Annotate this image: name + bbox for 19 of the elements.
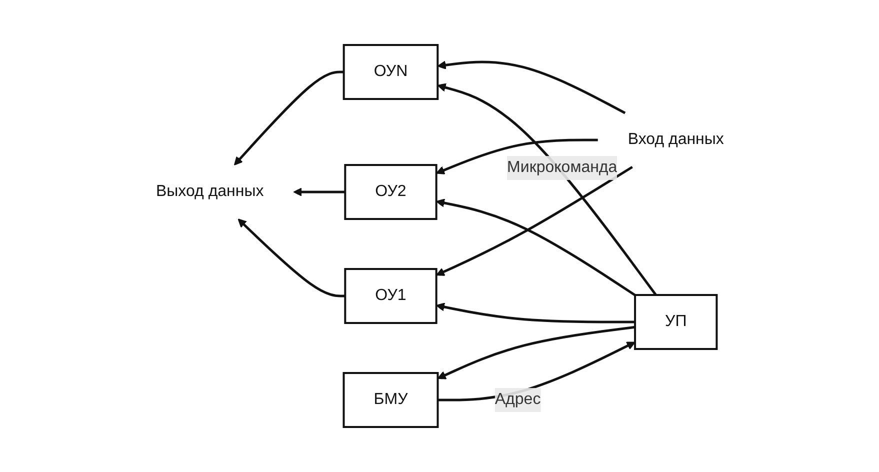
arrow (435, 198, 636, 296)
arrow (435, 138, 598, 174)
arrow (436, 83, 656, 296)
node-text: Выход данных (156, 183, 264, 200)
edge-label: Адрес (494, 391, 540, 408)
arrow (436, 326, 635, 380)
arrow (234, 70, 344, 166)
arrow (237, 218, 345, 298)
node-box: ОУN (342, 44, 438, 100)
node-box: БМУ (342, 372, 438, 428)
node-box: ОУ1 (344, 268, 437, 324)
node-box: УП (634, 294, 718, 350)
arrow (435, 302, 635, 324)
node-box: ОУ2 (344, 164, 437, 220)
arrow (292, 188, 345, 196)
node-text: Вход данных (627, 131, 724, 148)
edge-label: Микрокоманда (506, 158, 617, 176)
arrow (436, 60, 626, 114)
arrow (435, 166, 633, 276)
